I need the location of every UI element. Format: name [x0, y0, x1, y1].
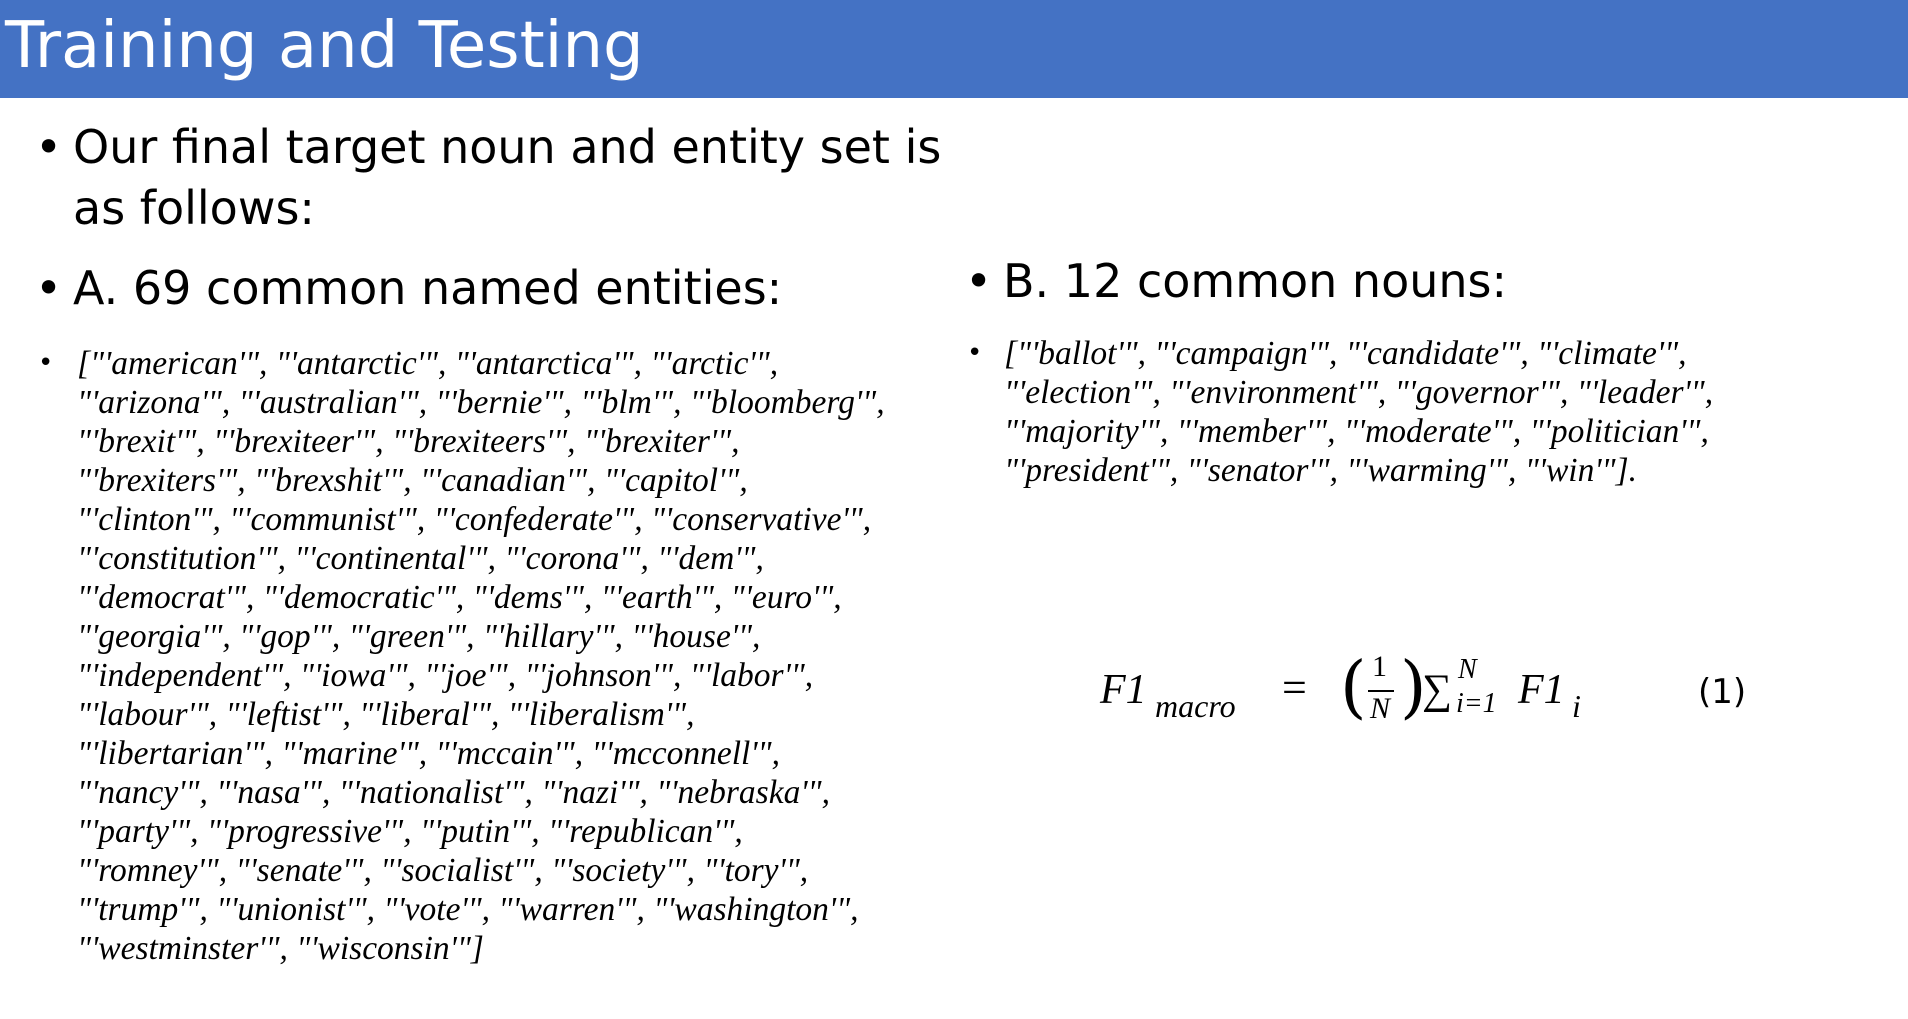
intro-bullet: • Our final target noun and entity set i… [35, 117, 941, 241]
entity-list-line: "'arizona'", "'australian'", "'bernie'",… [77, 384, 885, 421]
noun-list-line: "'election'", "'environment'", "'governo… [1004, 374, 1714, 411]
formula-fraction-bar [1368, 690, 1394, 692]
formula-denominator: N [1370, 692, 1391, 725]
entity-list-line: "'nancy'", "'nasa'", "'nationalist'", "'… [77, 774, 830, 811]
entity-list-line: "'clinton'", "'communist'", "'confederat… [77, 501, 872, 538]
formula-right-paren: ) [1400, 648, 1427, 727]
formula-sum-sign: ∑ [1422, 667, 1452, 713]
bullet-dot: • [35, 261, 63, 315]
entity-list-lines: ["'american'", "'antarctic'", "'antarcti… [77, 344, 885, 968]
bullet-dot: • [35, 120, 63, 174]
sub-bullet-dot: • [967, 338, 983, 368]
entity-list-line: ["'american'", "'antarctic'", "'antarcti… [77, 345, 779, 382]
noun-list-line: "'president'", "'senator'", "'warming'",… [1004, 452, 1637, 489]
section-a-heading: • A. 69 common named entities: [35, 258, 855, 320]
entity-list-line: "'brexiters'", "'brexshit'", "'canadian'… [77, 462, 748, 499]
formula-term-subscript: i [1572, 688, 1581, 724]
noun-list-line: ["'ballot'", "'campaign'", "'candidate'"… [1004, 335, 1687, 372]
section-b-heading: • B. 12 common nouns: [965, 251, 1665, 313]
entity-list-line: "'independent'", "'iowa'", "'joe'", "'jo… [77, 657, 814, 694]
formula-left-paren: ( [1340, 648, 1367, 727]
slide-title: Training and Testing [5, 9, 644, 83]
sub-bullet-dot: • [38, 348, 54, 378]
noun-list-line: "'majority'", "'member'", "'moderate'", … [1004, 413, 1709, 450]
formula-term: F1 [1518, 667, 1565, 713]
title-bar: Training and Testing [0, 0, 1908, 98]
entity-list-line: "'trump'", "'unionist'", "'vote'", "'war… [77, 891, 859, 928]
entity-list-line: "'constitution'", "'continental'", "'cor… [77, 540, 764, 577]
entity-list-line: "'georgia'", "'gop'", "'green'", "'hilla… [77, 618, 761, 655]
f1-macro-formula: F1 macro = ( 1 N ) ∑ N i=1 F1 i [1100, 648, 1600, 738]
section-b-heading-text: B. 12 common nouns: [1003, 254, 1508, 308]
equation-number: (1) [1698, 672, 1747, 712]
entity-list-line: "'brexit'", "'brexiteer'", "'brexiteers'… [77, 423, 740, 460]
formula-sum-lower: i=1 [1456, 688, 1497, 719]
entity-list-line: "'party'", "'progressive'", "'putin'", "… [77, 813, 743, 850]
entity-list-line: "'libertarian'", "'marine'", "'mccain'",… [77, 735, 780, 772]
formula-numerator: 1 [1372, 650, 1387, 683]
entity-list-line: "'westminster'", "'wisconsin'"] [77, 930, 484, 967]
entity-list-line: "'labour'", "'leftist'", "'liberal'", "'… [77, 696, 695, 733]
bullet-dot: • [965, 254, 993, 308]
formula-lhs: F1 [1100, 667, 1147, 713]
entity-list-line: "'democrat'", "'democratic'", "'dems'", … [77, 579, 842, 616]
noun-list-lines: ["'ballot'", "'campaign'", "'candidate'"… [1004, 334, 1713, 490]
section-a-heading-text: A. 69 common named entities: [73, 261, 783, 315]
entity-list-line: "'romney'", "'senate'", "'socialist'", "… [77, 852, 809, 889]
formula-equals: = [1282, 663, 1307, 712]
intro-text: Our final target noun and entity set is … [73, 120, 942, 235]
formula-sum-upper: N [1458, 654, 1477, 685]
formula-lhs-subscript: macro [1155, 688, 1236, 724]
